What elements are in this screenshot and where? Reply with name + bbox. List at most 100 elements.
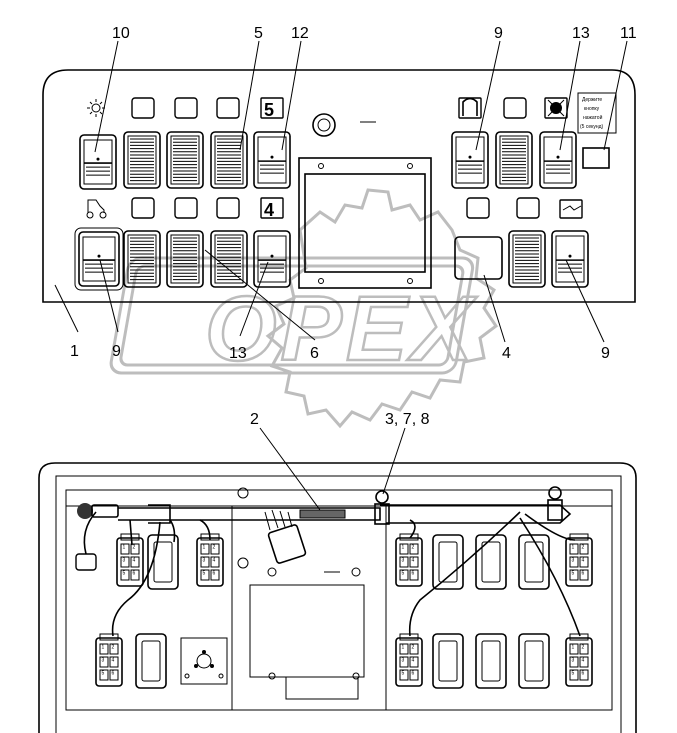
switch-9-left[interactable] (74, 227, 124, 291)
connector-pin-number: 6 (213, 571, 216, 577)
panel-digit-5: 5 (264, 100, 274, 120)
connector-pin-number: 4 (582, 658, 585, 664)
connector-pin-number: 3 (402, 558, 405, 564)
three-pin-socket (180, 637, 228, 685)
switch-5[interactable] (210, 131, 248, 189)
panel-digit-4: 4 (264, 200, 274, 220)
callout-9-top: 9 (494, 25, 503, 42)
switch-9-top[interactable] (451, 131, 489, 189)
connector-pin-number: 6 (133, 571, 136, 577)
connector-pin-number: 4 (412, 558, 415, 564)
connector-pin-number: 6 (582, 571, 585, 577)
connector-pin-number: 1 (572, 645, 575, 651)
callout-11: 11 (620, 25, 637, 42)
bottom-callouts: 2 3, 7, 8 (250, 411, 430, 428)
connector-pin-number: 2 (582, 645, 585, 651)
connector-pin-number: 3 (203, 558, 206, 564)
label-line-4: (5 секунд) (580, 124, 604, 130)
top-row-indicators: 5 (131, 97, 568, 120)
callout-6: 6 (310, 345, 319, 362)
connector-pin-number: 4 (582, 558, 585, 564)
connector-pin-number: 3 (102, 658, 105, 664)
watermark-text: OPEX (205, 278, 477, 380)
connector-pin-number: 3 (572, 558, 575, 564)
rear-blank-1 (147, 534, 179, 590)
top-row-switches (79, 131, 577, 190)
switch-bottom-3[interactable] (166, 230, 204, 288)
connector-pin-number: 2 (213, 545, 216, 551)
callout-9-right: 9 (601, 345, 610, 362)
bottom-row-switches (74, 227, 589, 291)
connector-pin-number: 5 (102, 671, 105, 677)
center-display (298, 157, 432, 289)
connector-pin-number: 4 (133, 558, 136, 564)
lamp-with-cable (75, 503, 119, 571)
connector-pin-number: 5 (203, 571, 206, 577)
switch-9-right[interactable] (551, 230, 589, 288)
label-line-1: Держите (582, 97, 602, 103)
callout-2: 2 (250, 411, 259, 428)
connector-pin-number: 2 (582, 545, 585, 551)
switch-bottom-6[interactable] (508, 230, 546, 288)
connector-pin-number: 3 (572, 658, 575, 664)
round-knob (312, 113, 376, 137)
connector-pin-number: 2 (412, 645, 415, 651)
connector-pin-number: 1 (123, 545, 126, 551)
connector-pin-number: 2 (412, 545, 415, 551)
connector-pin-number: 6 (412, 571, 415, 577)
hold-button-label-plate: Держите кнопку нажатой (5 секунд) (577, 92, 617, 134)
callout-1: 1 (70, 343, 79, 360)
front-panel: 5 Держите кнопку нажатой (5 секунд) (42, 69, 636, 303)
rear-blank-3 (432, 534, 464, 590)
rear-blank-7 (475, 633, 507, 689)
switch-top-2[interactable] (123, 131, 161, 189)
connector-pin-number: 5 (402, 571, 405, 577)
rear-blank-2 (135, 633, 167, 689)
rear-panel (38, 462, 637, 733)
connector-pin-number: 1 (402, 645, 405, 651)
rear-blank-6 (432, 633, 464, 689)
connector-pin-number: 3 (123, 558, 126, 564)
callout-3-7-8: 3, 7, 8 (385, 411, 430, 428)
connector-pin-number: 5 (572, 571, 575, 577)
connector-pin-number: 2 (112, 645, 115, 651)
switch-top-3[interactable] (166, 131, 204, 189)
beacon-icon (547, 99, 565, 117)
connector-pin-number: 6 (582, 671, 585, 677)
wiring-harness (111, 486, 581, 637)
top-callouts: 10 5 12 9 13 11 1 9 13 6 4 9 (70, 25, 637, 362)
connector-pin-number: 5 (402, 671, 405, 677)
callout-12: 12 (291, 25, 309, 42)
switch-top-7[interactable] (495, 131, 533, 189)
callout-9-left: 9 (112, 343, 121, 360)
tractor-icon (86, 199, 107, 219)
switch-10[interactable] (79, 134, 117, 190)
connector-pin-number: 2 (133, 545, 136, 551)
callout-13-top: 13 (572, 25, 590, 42)
callout-10: 10 (112, 25, 130, 42)
connector-pin-number: 6 (412, 671, 415, 677)
callout-13-bottom: 13 (229, 345, 247, 362)
connector-pin-number: 1 (402, 545, 405, 551)
switch-bottom-4[interactable] (210, 230, 248, 288)
bottom-leader-lines (259, 427, 406, 511)
bottom-row-indicators: 4 (131, 197, 583, 220)
connector-pin-number: 1 (102, 645, 105, 651)
lift-icon (462, 97, 478, 116)
switch-12[interactable] (253, 131, 291, 189)
switch-13-top[interactable] (539, 131, 577, 189)
opex-watermark: OPEX (109, 188, 499, 429)
switch-bottom-2[interactable] (123, 230, 161, 288)
connector-pin-number: 4 (412, 658, 415, 664)
callout-5: 5 (254, 25, 263, 42)
light-icon (87, 99, 105, 117)
callout-4: 4 (502, 345, 511, 362)
